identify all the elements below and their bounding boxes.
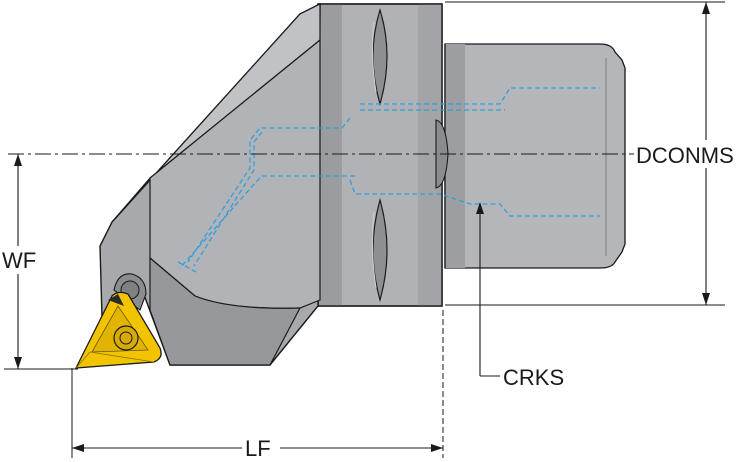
lf-label: LF [245,436,271,461]
crks-label: CRKS [503,365,564,390]
dconms-dimension: DCONMS [634,2,750,305]
wf-dimension: WF [0,154,40,369]
coolant-channels [177,87,600,273]
dconms-label: DCONMS [636,143,734,168]
tool-head [99,2,321,366]
shank [444,43,626,269]
flange-slot-bottom [372,197,388,303]
insert-screw-icon [113,325,139,351]
flange [317,3,449,307]
crks-callout: CRKS [476,202,564,390]
lf-dimension: LF [72,434,443,462]
wf-label: WF [2,248,36,273]
extension-lines [4,1,725,458]
insert [74,291,162,369]
